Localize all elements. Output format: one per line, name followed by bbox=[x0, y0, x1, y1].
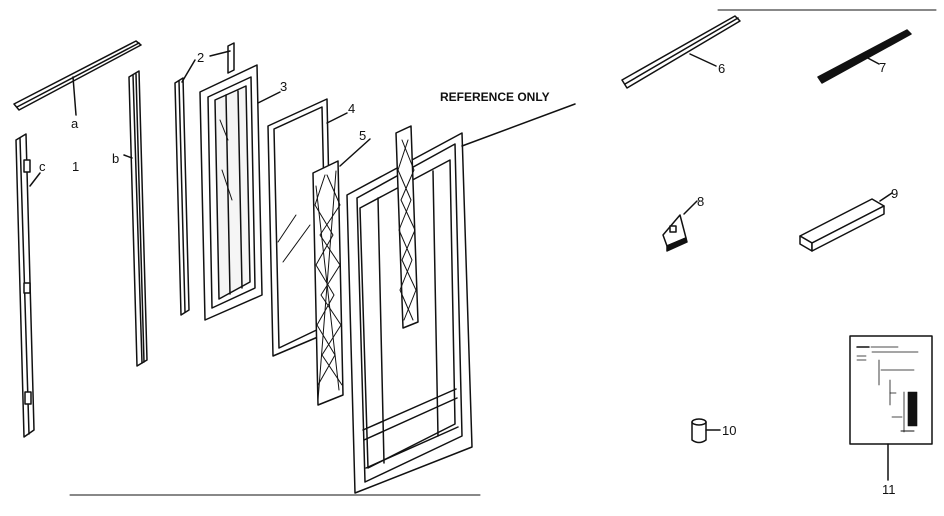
label-2: 2 bbox=[197, 50, 204, 65]
leader-4 bbox=[326, 112, 348, 124]
part-6-door-sweep bbox=[621, 15, 741, 89]
part-a-top-rail bbox=[13, 40, 142, 111]
leader-b bbox=[123, 154, 133, 159]
part-9-spacer-block bbox=[799, 198, 885, 252]
label-a: a bbox=[71, 116, 79, 131]
label-10: 10 bbox=[722, 423, 736, 438]
part-10-cylinder bbox=[691, 418, 707, 444]
label-9: 9 bbox=[891, 186, 898, 201]
leader-reference bbox=[461, 103, 576, 147]
leader-8 bbox=[683, 200, 698, 215]
label-5: 5 bbox=[359, 128, 366, 143]
label-6: 6 bbox=[718, 61, 725, 76]
leader-3 bbox=[257, 91, 281, 104]
label-b: b bbox=[112, 151, 119, 166]
leader-c bbox=[29, 172, 41, 187]
leader-2b bbox=[209, 50, 231, 57]
leader-7 bbox=[863, 55, 880, 65]
part-c-side-jamb bbox=[15, 133, 35, 438]
label-7: 7 bbox=[879, 60, 886, 75]
leader-a bbox=[72, 76, 77, 116]
leader-9 bbox=[879, 192, 893, 202]
label-11: 11 bbox=[882, 482, 896, 497]
part-11-instruction-sheet bbox=[849, 335, 933, 445]
part-3-storm-sash bbox=[199, 64, 263, 321]
label-1: 1 bbox=[72, 159, 79, 174]
reference-door-assembly bbox=[346, 125, 473, 494]
part-5-grille-panel bbox=[312, 160, 344, 406]
label-4: 4 bbox=[348, 101, 355, 116]
label-reference-only: REFERENCE ONLY bbox=[440, 90, 550, 104]
label-c: c bbox=[39, 159, 46, 174]
part-8-bracket bbox=[662, 214, 688, 252]
label-3: 3 bbox=[280, 79, 287, 94]
part-b-jamb-strip bbox=[128, 70, 148, 367]
leader-5 bbox=[339, 138, 371, 167]
label-8: 8 bbox=[697, 194, 704, 209]
leader-2a bbox=[181, 59, 196, 83]
leader-6 bbox=[689, 53, 717, 67]
